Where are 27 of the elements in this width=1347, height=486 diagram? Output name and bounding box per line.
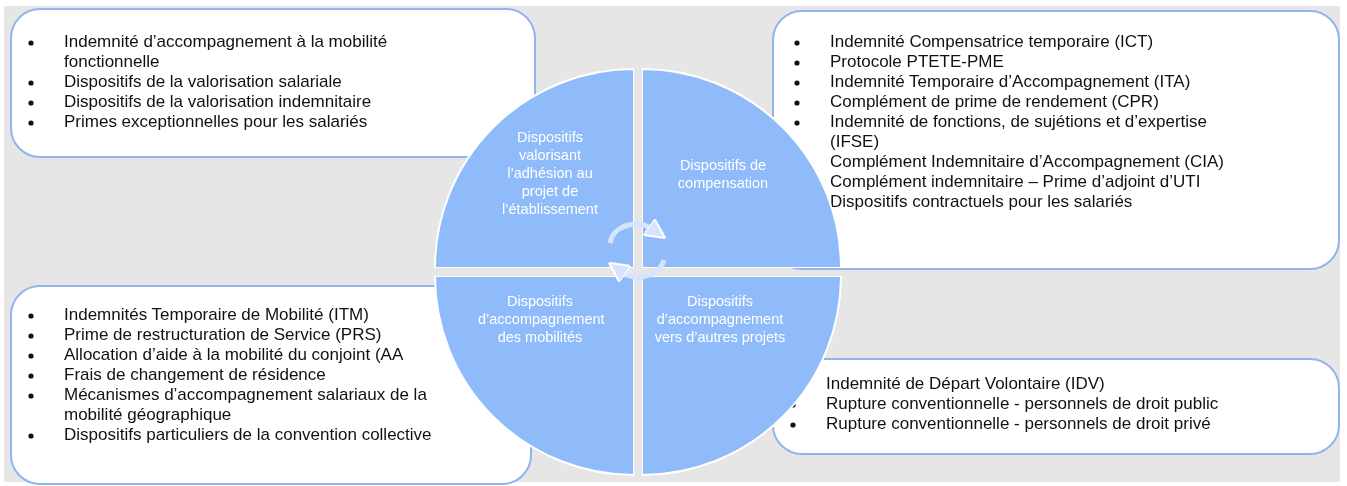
list-card bbox=[772, 358, 1340, 455]
list-item: Indemnité d’accompagnement à la mobilité fonctionnelle bbox=[64, 32, 388, 71]
list-item: Indemnité de fonctions, de sujétions et d’expertise (IFSE) bbox=[830, 112, 1208, 151]
list-item: Protocole PTETE-PME bbox=[830, 52, 1004, 71]
segment-label: Dispositifs de compensation bbox=[676, 156, 770, 192]
list-item: Mécanismes d’accompagnement salariaux de la mobilité géographique bbox=[64, 385, 427, 424]
list-item: Complément indemnitaire – Prime d’adjoint d’UTI bbox=[830, 172, 1201, 191]
list-item: Dispositifs de la valorisation indemnitaire bbox=[64, 92, 372, 111]
list-item: Indemnité Temporaire d’Accompagnement (ITA) bbox=[830, 72, 1191, 91]
list-item: Frais de changement de résidence bbox=[64, 365, 326, 384]
list-item: Allocation d’aide à la mobilité du conjoint (AA bbox=[64, 345, 404, 364]
list-item: Rupture conventionnelle - personnels de droit privé bbox=[826, 414, 1211, 433]
segment-label: Dispositifs d’accompagnement vers d’autres projets bbox=[654, 292, 786, 346]
segment-label: Dispositifs valorisant l’adhésion au projet de l’établissement bbox=[501, 128, 599, 218]
list-item: Rupture conventionnelle - personnels de droit public bbox=[826, 394, 1219, 413]
list-item: Prime de restructuration de Service (PRS) bbox=[64, 325, 382, 344]
list-card bbox=[772, 10, 1340, 270]
list-item: Indemnité de Départ Volontaire (IDV) bbox=[826, 374, 1105, 393]
list-item: Indemnités Temporaire de Mobilité (ITM) bbox=[64, 305, 369, 324]
curved-arrow bbox=[607, 259, 667, 284]
list-item: Indemnité Compensatrice temporaire (ICT) bbox=[830, 32, 1154, 51]
list-item: Dispositifs contractuels pour les salariés bbox=[830, 192, 1133, 211]
list-item: Complément de prime de rendement (CPR) bbox=[830, 92, 1159, 111]
list-item: Dispositifs particuliers de la convention collective bbox=[64, 425, 432, 444]
list-item: Primes exceptionnelles pour les salariés bbox=[64, 112, 368, 131]
list-item: Dispositifs de la valorisation salariale bbox=[64, 72, 342, 91]
list-item: Complément Indemnitaire d’Accompagnement (CIA) bbox=[830, 152, 1224, 171]
